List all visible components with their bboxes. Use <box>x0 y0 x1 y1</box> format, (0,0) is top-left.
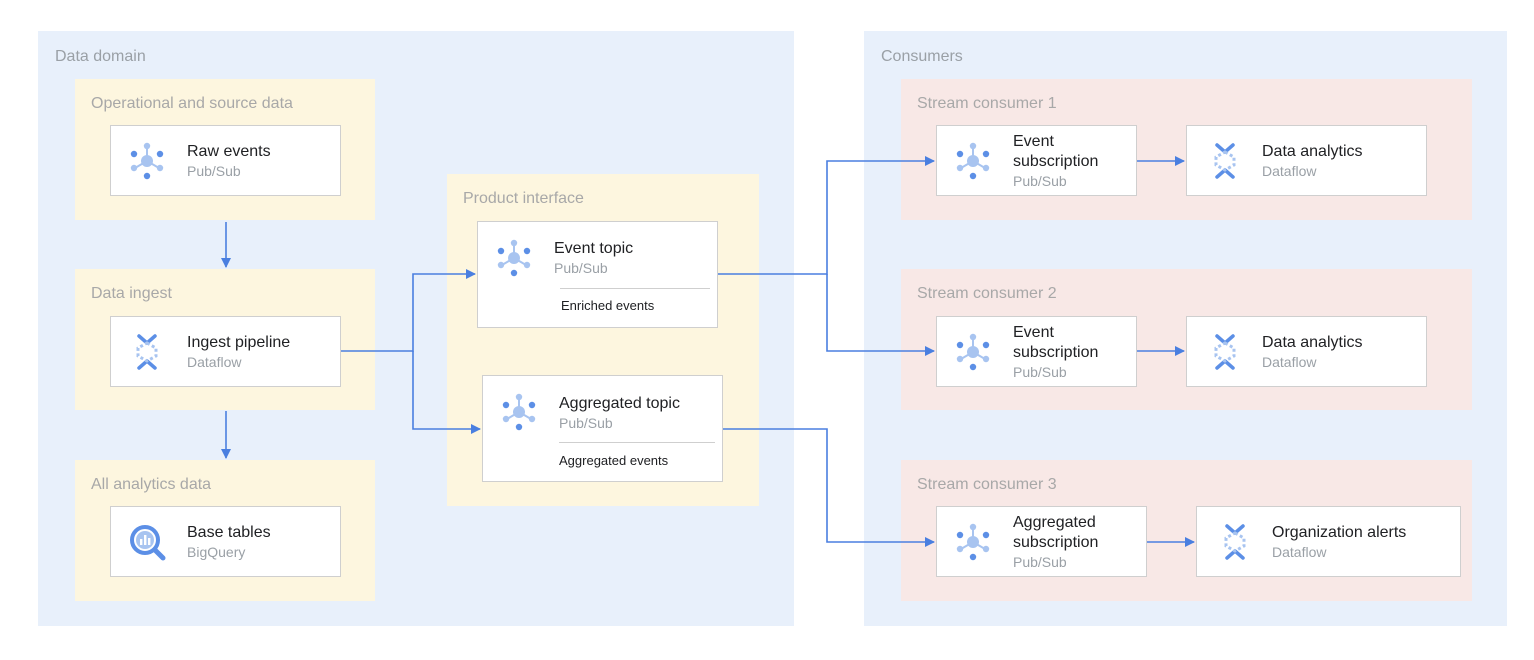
organization-alerts-card[interactable]: Organization alerts Dataflow <box>1196 506 1461 577</box>
event-subscription-1-card[interactable]: Event subscription Pub/Sub <box>936 125 1137 196</box>
ingest-pipeline-card[interactable]: Ingest pipeline Dataflow <box>110 316 341 387</box>
aggregated-topic-card[interactable]: Aggregated topic Pub/Sub Aggregated even… <box>482 375 723 482</box>
stream-consumer-3-title: Stream consumer 3 <box>917 476 1057 493</box>
aggregated-subscription-title-2: subscription <box>1013 533 1099 551</box>
arrow-aggregated-topic-to-sub3 <box>723 428 935 547</box>
ingest-pipeline-title: Ingest pipeline <box>187 333 291 351</box>
organization-alerts-sub: Dataflow <box>1272 543 1327 560</box>
data-analytics-1-sub: Dataflow <box>1262 162 1317 179</box>
operational-source-title: Operational and source data <box>91 95 293 112</box>
base-tables-card[interactable]: Base tables BigQuery <box>110 506 341 577</box>
raw-events-sub: Pub/Sub <box>187 162 241 179</box>
arrow-ingest-to-aggregated-topic <box>412 351 481 434</box>
ingest-pipeline-sub: Dataflow <box>187 353 242 370</box>
data-analytics-2-sub: Dataflow <box>1262 353 1317 370</box>
all-analytics-title: All analytics data <box>91 476 212 493</box>
event-subscription-2-title-1: Event <box>1013 323 1054 341</box>
event-subscription-1-title-1: Event <box>1013 132 1054 150</box>
data-domain-title: Data domain <box>55 48 146 65</box>
aggregated-subscription-sub: Pub/Sub <box>1013 553 1067 570</box>
base-tables-sub: BigQuery <box>187 543 246 560</box>
stream-consumer-1-title: Stream consumer 1 <box>917 95 1057 112</box>
organization-alerts-title: Organization alerts <box>1272 523 1407 541</box>
data-analytics-2-card[interactable]: Data analytics Dataflow <box>1186 316 1427 387</box>
arrow-event-topic-to-sub1 <box>718 156 935 275</box>
aggregated-topic-note: Aggregated events <box>559 453 669 468</box>
event-topic-sub: Pub/Sub <box>554 260 608 276</box>
event-subscription-1-title-2: subscription <box>1013 152 1099 170</box>
data-analytics-1-card[interactable]: Data analytics Dataflow <box>1186 125 1427 196</box>
event-topic-card[interactable]: Event topic Pub/Sub Enriched events <box>477 221 718 328</box>
data-analytics-2-title: Data analytics <box>1262 333 1363 351</box>
arrow-ingest-to-event-topic <box>341 269 476 352</box>
event-subscription-2-title-2: subscription <box>1013 343 1099 361</box>
event-subscription-1-sub: Pub/Sub <box>1013 172 1067 189</box>
event-topic-note: Enriched events <box>561 298 655 313</box>
aggregated-topic-divider <box>559 442 715 443</box>
event-subscription-2-sub: Pub/Sub <box>1013 363 1067 380</box>
aggregated-topic-title: Aggregated topic <box>559 395 680 412</box>
aggregated-subscription-title-1: Aggregated <box>1013 513 1096 531</box>
product-interface-title: Product interface <box>463 190 584 207</box>
base-tables-title: Base tables <box>187 523 271 541</box>
data-analytics-1-title: Data analytics <box>1262 142 1363 160</box>
arrow-event-topic-to-sub2 <box>826 274 935 356</box>
consumers-title: Consumers <box>881 48 963 65</box>
raw-events-card[interactable]: Raw events Pub/Sub <box>110 125 341 196</box>
event-topic-divider <box>560 288 710 289</box>
data-ingest-title: Data ingest <box>91 285 172 302</box>
event-topic-title: Event topic <box>554 240 634 257</box>
aggregated-subscription-card[interactable]: Aggregated subscription Pub/Sub <box>936 506 1147 577</box>
aggregated-topic-sub: Pub/Sub <box>559 415 613 431</box>
stream-consumer-2-title: Stream consumer 2 <box>917 285 1057 302</box>
event-subscription-2-card[interactable]: Event subscription Pub/Sub <box>936 316 1137 387</box>
raw-events-title: Raw events <box>187 142 271 160</box>
